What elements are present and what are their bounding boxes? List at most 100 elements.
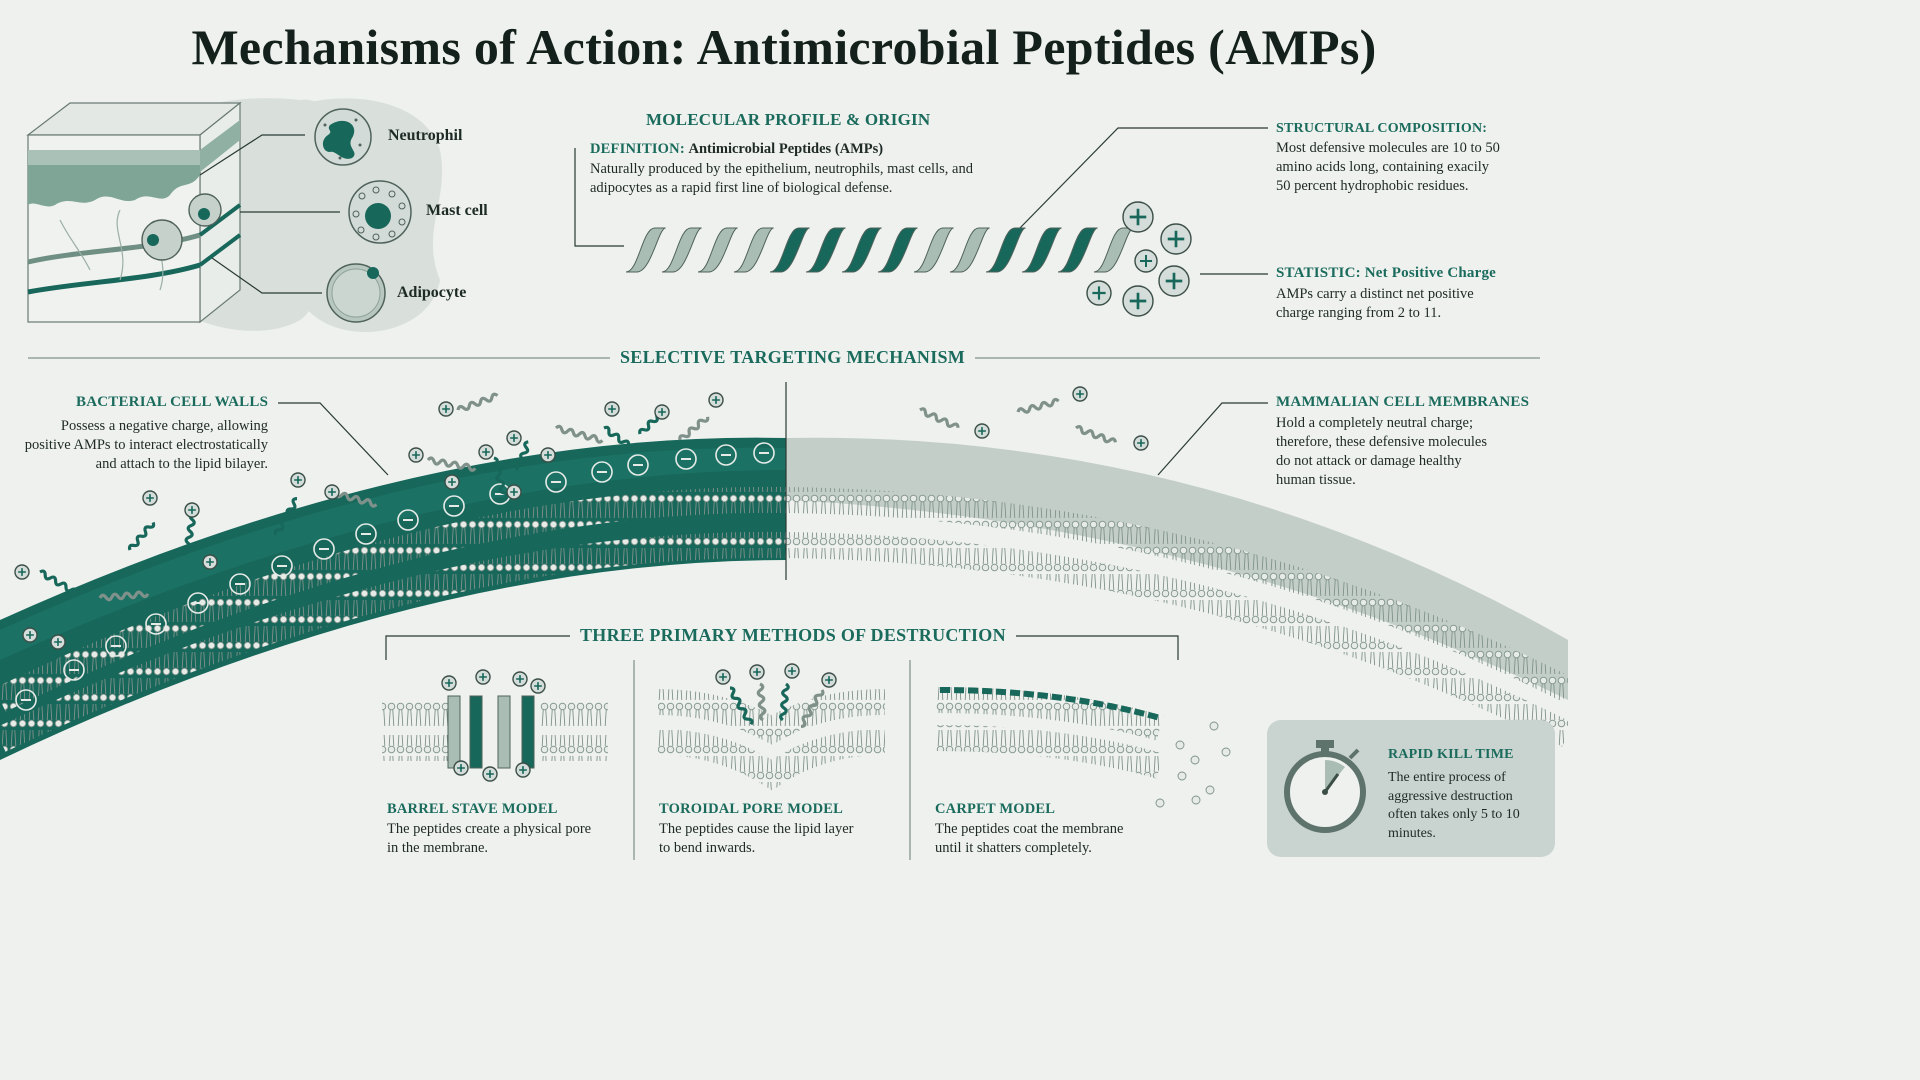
positive-charge-icon — [290, 472, 306, 488]
negative-charge-icon — [145, 613, 167, 635]
negative-charge-icon — [313, 538, 335, 560]
mammalian-heading: MAMMALIAN CELL MEMBRANES — [1276, 394, 1530, 410]
positive-charge-icon — [821, 672, 837, 688]
tissue-cube-icon — [26, 98, 443, 333]
negative-charge-icon — [545, 471, 567, 493]
kill-time-line-3: often takes only 5 to 10 — [1388, 807, 1520, 822]
alpha-helix-icon — [1016, 397, 1060, 414]
alpha-helix-icon — [273, 497, 298, 536]
mammalian-text: Hold a completely neutral charge; theref… — [1276, 414, 1487, 490]
negative-charge-icon — [63, 659, 85, 681]
alpha-helix-icon — [39, 569, 78, 594]
negative-charge-icon — [397, 509, 419, 531]
stopwatch-icon — [1284, 740, 1366, 833]
structure-heading: STRUCTURAL COMPOSITION: — [1276, 121, 1488, 136]
negative-charge-icon — [715, 444, 737, 466]
positive-charge-icon — [324, 484, 340, 500]
positive-charge-icon — [1158, 265, 1190, 297]
negative-charge-icon — [271, 555, 293, 577]
positive-charge-icon — [512, 671, 528, 687]
positive-charge-icon — [184, 502, 200, 518]
barrel-stave-line-1: The peptides create a physical pore — [387, 821, 592, 837]
toroidal-pore-heading: TOROIDAL PORE MODEL — [659, 801, 844, 817]
targeting-heading: SELECTIVE TARGETING MECHANISM — [610, 347, 976, 368]
definition-text-1: Naturally produced by the epithelium, ne… — [590, 161, 973, 177]
positive-charge-icon — [202, 554, 218, 570]
diagram-artwork — [0, 98, 1568, 860]
positive-charge-icon — [506, 484, 522, 500]
positive-charge-icon — [749, 664, 765, 680]
negative-charge-icon — [15, 689, 37, 711]
kill-time-line-4: minutes. — [1388, 825, 1436, 841]
negative-charge-icon — [187, 592, 209, 614]
alpha-helix-icon — [456, 392, 499, 411]
negative-charge-icon — [355, 523, 377, 545]
positive-charge-icon — [654, 404, 670, 420]
alpha-helix-icon — [756, 682, 767, 722]
alpha-helix-icon — [426, 456, 477, 472]
alpha-helix-icon — [800, 689, 825, 728]
positive-charge-icon — [784, 663, 800, 679]
mammalian-line-4: human tissue. — [1276, 472, 1356, 488]
carpet-heading: CARPET MODEL — [935, 801, 1056, 817]
mammalian-line-3: do not attack or damage healthy — [1276, 453, 1462, 469]
alpha-helix-icon — [554, 424, 604, 444]
barrel-stave-line-2: in the membrane. — [387, 840, 489, 856]
structure-line-3: 50 percent hydrophobic residues. — [1276, 178, 1469, 194]
bacterial-heading: BACTERIAL CELL WALLS — [76, 394, 269, 410]
positive-charge-icon — [1086, 280, 1112, 306]
kill-time-line-1: The entire process of — [1388, 770, 1506, 785]
negative-charge-icon — [15, 442, 775, 711]
mammalian-line-1: Hold a completely neutral charge; — [1276, 415, 1474, 431]
positive-charge-icon — [441, 675, 457, 691]
positive-charge-icon — [453, 760, 469, 776]
positive-charge-icon — [974, 423, 990, 439]
statistic-line-1: AMPs carry a distinct net positive — [1276, 286, 1474, 302]
alpha-helix-icon — [127, 521, 156, 551]
alpha-helix-icon — [182, 512, 196, 557]
page-title: Mechanisms of Action: Antimicrobial Pept… — [191, 19, 1377, 75]
negative-charge-icon — [753, 442, 775, 464]
alpha-helix-icon — [492, 456, 509, 500]
bacterial-line-1: Possess a negative charge, allowing — [60, 418, 268, 434]
positive-charge-icon — [715, 669, 731, 685]
alpha-helix-icon — [603, 425, 635, 451]
kill-time-line-2: aggressive destruction — [1388, 788, 1513, 804]
negative-charge-icon — [443, 495, 465, 517]
positive-charge-icon — [1160, 223, 1192, 255]
positive-charge-icon — [14, 386, 1149, 650]
positive-charge-icon — [540, 447, 556, 463]
definition-term: Antimicrobial Peptides (AMPs) — [688, 141, 884, 157]
adipocyte-label: Adipocyte — [397, 284, 467, 301]
positive-charge-icon — [444, 474, 460, 490]
alpha-helix-icon — [678, 416, 710, 441]
positive-charge-icon — [1122, 201, 1154, 233]
definition-line: DEFINITION: Antimicrobial Peptides (AMPs… — [590, 140, 883, 159]
alpha-helix-icon — [98, 590, 150, 602]
structure-line-2: amino acids long, containing exacily — [1276, 159, 1490, 175]
profile-heading: MOLECULAR PROFILE & ORIGIN — [646, 110, 931, 129]
structure-line-1: Most defensive molecules are 10 to 50 — [1276, 140, 1500, 156]
alpha-helix-icon — [1074, 424, 1118, 444]
adipocyte-icon — [326, 263, 386, 323]
carpet-line-1: The peptides coat the membrane — [935, 821, 1124, 837]
lipid-bilayer-icon — [657, 689, 886, 791]
carpet-line-2: until it shatters completely. — [935, 840, 1092, 856]
destruction-heading: THREE PRIMARY METHODS OF DESTRUCTION — [570, 625, 1016, 646]
positive-charge-icon — [506, 430, 522, 446]
alpha-helix-icon — [625, 227, 1134, 273]
positive-charge-icon — [50, 634, 66, 650]
toroidal-pore-line-2: to bend inwards. — [659, 840, 756, 856]
negative-charge-icon — [229, 573, 251, 595]
alpha-helix-icon — [729, 686, 754, 726]
positive-charge-icon — [438, 401, 454, 417]
positive-charge-icon — [478, 444, 494, 460]
lipid-bilayer-icon — [935, 687, 1231, 808]
lipid-bilayer-icon — [382, 690, 608, 770]
positive-charge-icon — [14, 564, 30, 580]
positive-charge-icon — [1072, 386, 1088, 402]
bacterial-text: Possess a negative charge, allowing posi… — [10, 417, 268, 474]
negative-charge-icon — [675, 448, 697, 470]
definition-label: DEFINITION: — [590, 141, 685, 157]
positive-charge-icon — [1134, 249, 1158, 273]
